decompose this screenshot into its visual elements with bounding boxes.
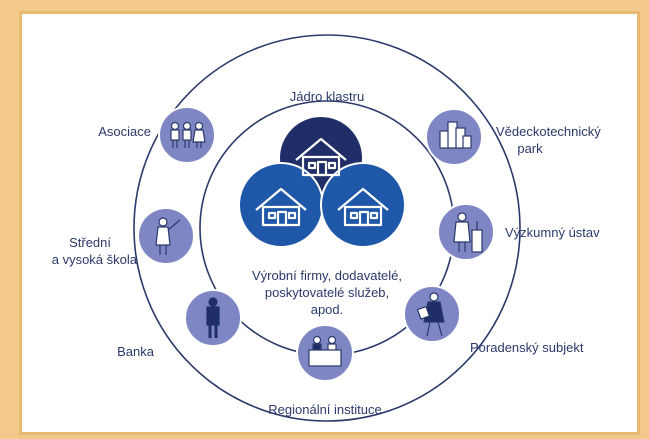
core-title: Jádro klastru (290, 89, 364, 104)
teacher-icon (155, 217, 181, 255)
node-label-line-1: Střední (69, 235, 111, 250)
node-banka: Banka (117, 289, 242, 359)
core-text-line-2: poskytovatelé služeb, (265, 285, 389, 300)
people-group-icon (170, 121, 206, 148)
node-asociace: Asociace (98, 106, 216, 164)
node-label: Výzkumný ústav (505, 225, 600, 240)
node-label-line-2: a vysoká škola (52, 252, 138, 267)
house-icon (337, 187, 389, 227)
researcher-icon (453, 212, 483, 253)
node-label-line-1: Vědeckotechnický (496, 124, 601, 139)
node-regionalni-instituce: Regionální instituce (268, 324, 382, 417)
core-text-line-3: apod. (311, 302, 344, 317)
node-label: Asociace (98, 124, 151, 139)
businessman-icon (206, 297, 220, 338)
node-label-line-2: park (517, 141, 543, 156)
consultant-icon (416, 292, 445, 337)
node-poradensky-subjekt: Poradenský subjekt (403, 285, 584, 355)
node-label: Poradenský subjekt (470, 340, 584, 355)
core-circle-right (320, 162, 406, 248)
node-label: Banka (117, 344, 155, 359)
buildings-icon (439, 121, 472, 149)
node-vedeckotechnicky-park: Vědeckotechnický park (425, 108, 601, 166)
office-desk-icon (308, 335, 342, 367)
node-label: Regionální instituce (268, 402, 381, 417)
core-cluster (238, 117, 406, 248)
house-icon (255, 187, 307, 227)
node-stredni-skola: Střední a vysoká škola (52, 207, 195, 267)
core-text-line-1: Výrobní firmy, dodavatelé, (252, 268, 402, 283)
house-icon (295, 137, 347, 177)
outer-ring (133, 34, 521, 422)
node-vyzkumny-ustav: Výzkumný ústav (437, 203, 600, 261)
